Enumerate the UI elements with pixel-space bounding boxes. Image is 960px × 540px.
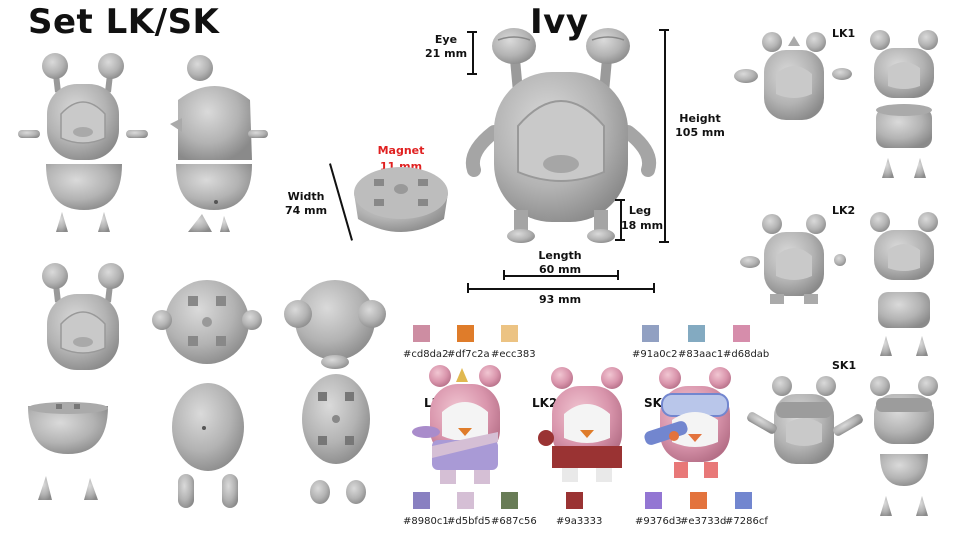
ivy-model [466,28,656,243]
part-legs-1 [56,212,110,232]
hex-label: #9376d3 [635,516,682,527]
leg-value: 18 mm [620,219,664,232]
variant-lk1-assembled [734,32,852,120]
part-feet-1 [178,474,238,508]
part-legs-2 [188,214,230,232]
main-title: Ivy [530,2,589,42]
swatch-df7c2a [457,325,474,342]
hex-label: #e3733d [680,516,727,527]
hex-label: #8980c1 [403,516,449,527]
part-legs-3 [38,476,98,500]
variant-lk2-assembled [740,214,846,304]
hex-label: #91a0c2 [632,349,678,360]
parts-grid [0,48,400,538]
variant-label-sk1: SK1 [832,359,857,372]
variant-sk1-assembled [747,376,863,464]
hex-label: #7286cf [725,516,768,527]
part-body-egg [172,383,244,471]
variant-lk2-parts [870,212,938,356]
eye-dim-line [472,32,474,74]
part-feet-2 [310,480,366,504]
swatch-9a3333 [566,492,583,509]
swatch-d68dab [733,325,750,342]
height-value: 105 mm [675,126,725,139]
length-value: 60 mm [538,263,582,276]
swatch-9376d3 [645,492,662,509]
part-bottom-view [152,280,262,364]
variant-label-lk2: LK2 [832,204,856,217]
part-body-bowl-1 [46,164,122,210]
hex-label: #9a3333 [556,516,603,527]
swatch-cd8da2 [413,325,430,342]
set-title: Set LK/SK [28,2,220,42]
width-value: 74 mm [284,204,328,217]
width-label: Width [287,190,325,203]
swatch-7286cf [735,492,752,509]
magnet-label: Magnet [377,144,425,157]
hex-label: #d5bfd5 [447,516,491,527]
total-dim-line [468,288,654,290]
part-head-side [170,55,268,160]
hex-label: #df7c2a [447,349,490,360]
hex-label: #83aac1 [678,349,724,360]
figure-label-lk2: LK2 [532,396,558,410]
height-dim-line [664,30,666,242]
swatch-8980c1 [413,492,430,509]
figure-sk1 [644,367,731,478]
swatch-91a0c2 [642,325,659,342]
swatch-687c56 [501,492,518,509]
hex-label: #cd8da2 [403,349,449,360]
variant-label-lk1: LK1 [832,27,856,40]
part-body-bowl-2 [176,164,252,210]
eye-label: Eye [434,33,458,46]
variant-lk1-parts [870,30,938,178]
hex-label: #687c56 [491,516,537,527]
figure-lk1 [412,365,501,484]
swatch-ecc383 [501,325,518,342]
part-head-back [28,262,138,372]
figure-lk2 [538,367,623,482]
leg-dim-line [620,200,622,240]
swatch-d5bfd5 [457,492,474,509]
variant-sk1-parts [870,376,938,516]
eye-value: 21 mm [424,47,468,60]
part-top-view [284,280,386,369]
length-label: Length [538,249,582,262]
height-label: Height [679,112,721,125]
swatch-83aac1 [688,325,705,342]
swatch-e3733d [690,492,707,509]
part-body-cup [28,402,108,454]
part-head-front [18,52,148,162]
hex-label: #d68dab [723,349,770,360]
leg-label: Leg [628,204,652,217]
hex-label: #ecc383 [491,349,536,360]
part-base-plate [302,374,370,464]
length-dim-line [504,275,618,277]
base-with-magnet [354,167,448,232]
total-value: 93 mm [538,293,582,306]
